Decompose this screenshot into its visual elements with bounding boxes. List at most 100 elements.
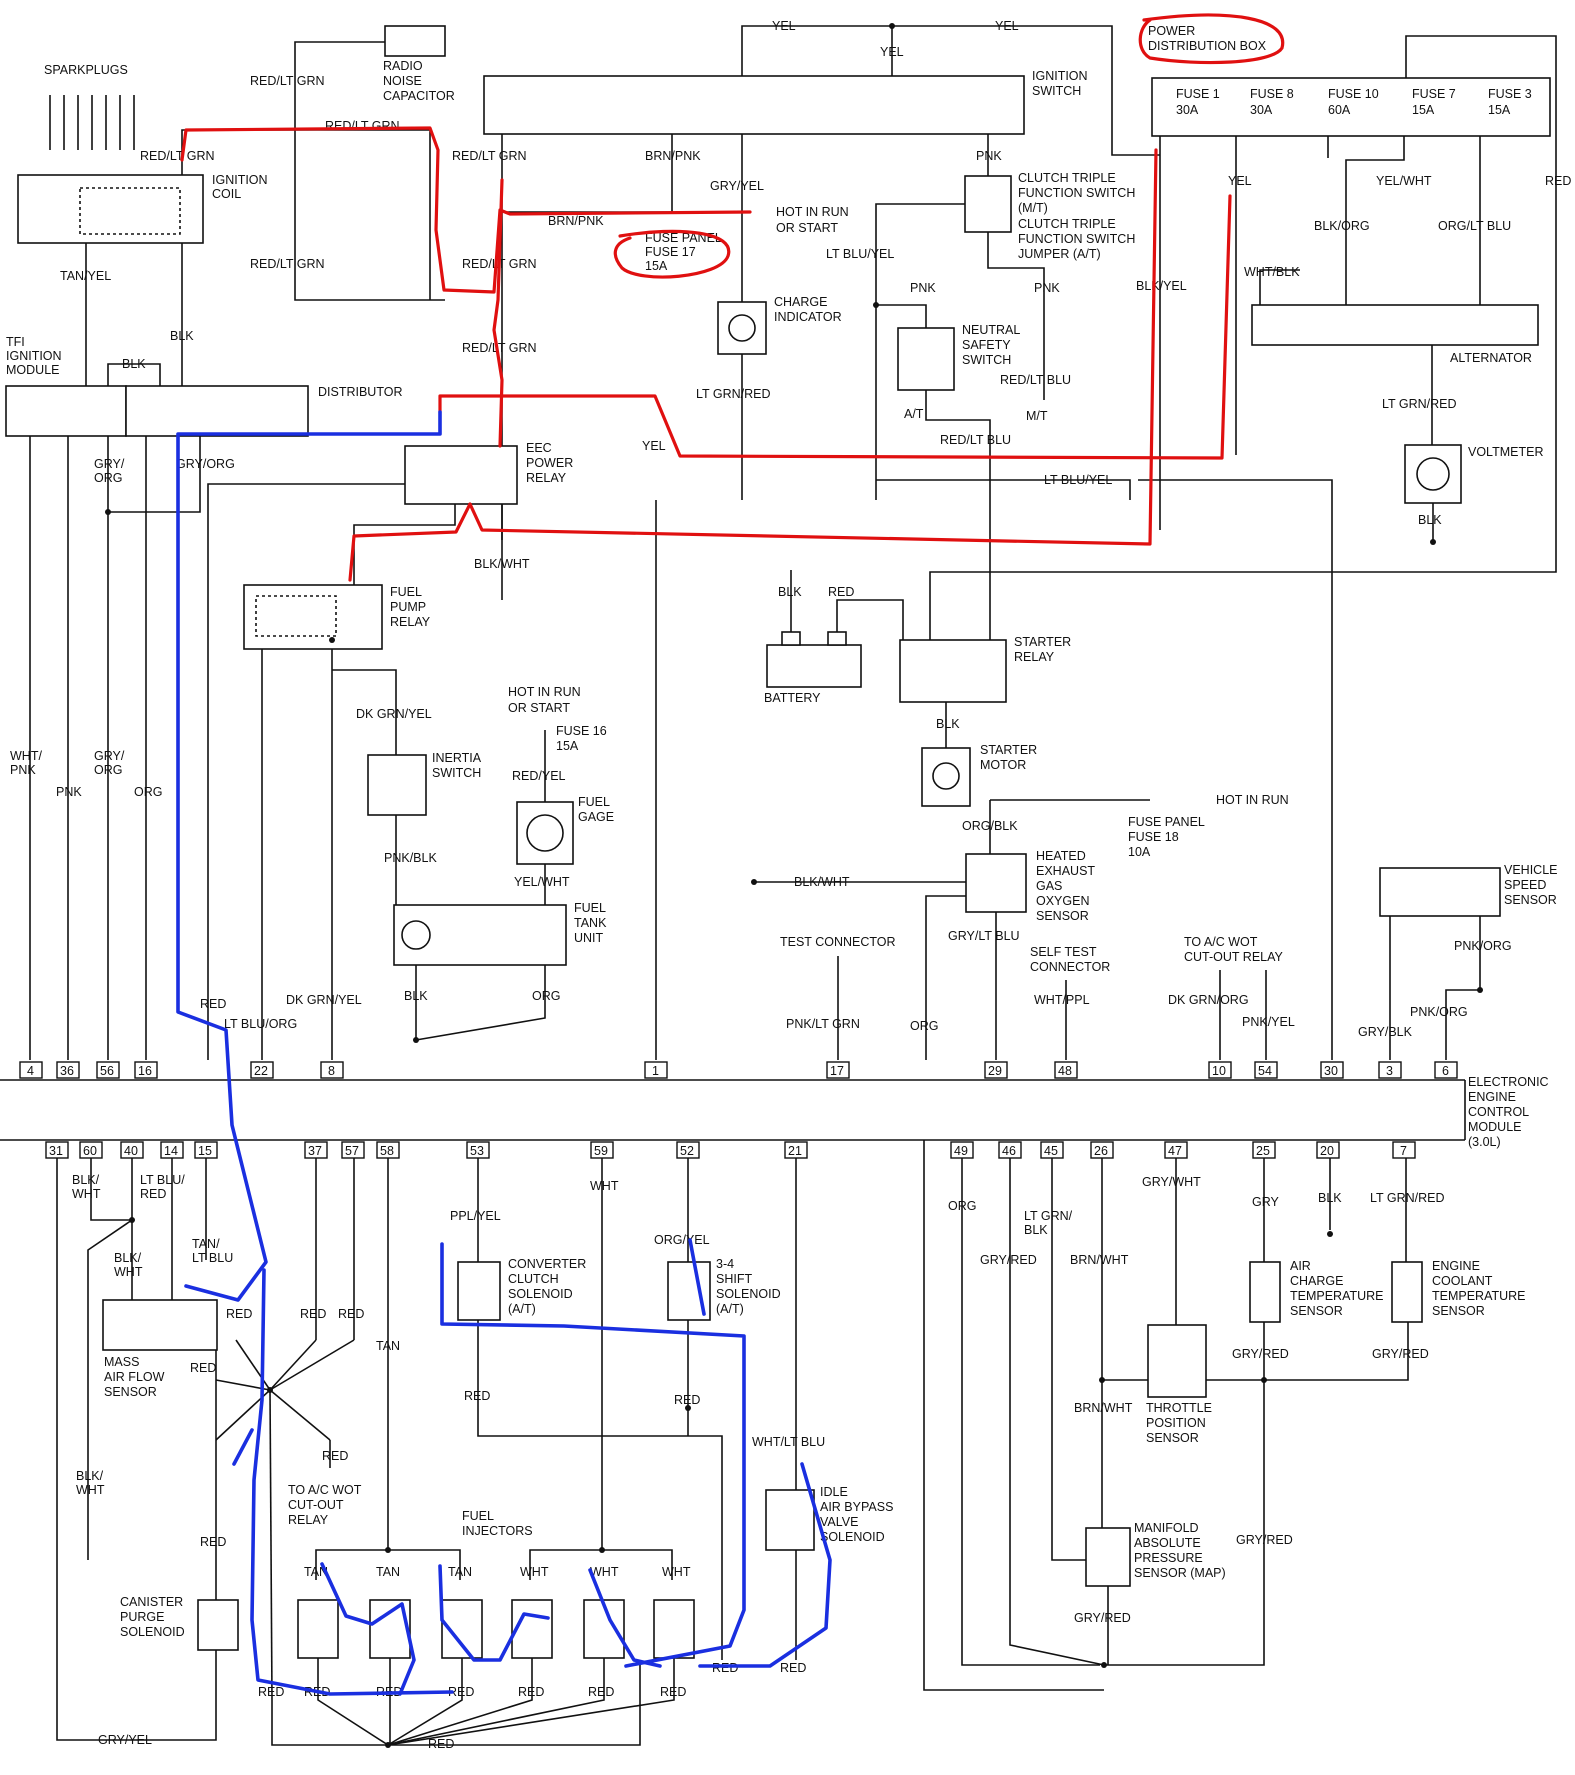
- label-red-lt-blu-1: RED/LT BLU: [1000, 373, 1071, 387]
- label-pnk-1: PNK: [976, 149, 1002, 163]
- engine-coolant-temp-sensor-box: [1391, 1261, 1423, 1323]
- label-charge-2: INDICATOR: [774, 310, 842, 324]
- label-hego-2: EXHAUST: [1036, 864, 1095, 878]
- label-dk-grn-org: DK GRN/ORG: [1168, 993, 1249, 1007]
- vehicle-speed-sensor-box: [1379, 867, 1501, 917]
- label-radio-1: RADIO: [383, 59, 423, 73]
- inertia-switch-box: [367, 754, 427, 816]
- label-brn-wht-1: BRN/WHT: [1070, 1253, 1129, 1267]
- label-blk-coil: BLK: [170, 329, 194, 343]
- label-clutch-3: (M/T): [1018, 201, 1048, 215]
- label-map-3: PRESSURE: [1134, 1551, 1203, 1565]
- fuse-7-rating: 15A: [1412, 103, 1435, 117]
- label-lt-blu-red: LT BLU/RED: [140, 1173, 185, 1201]
- fuse-1-name: FUSE 1: [1176, 87, 1220, 101]
- pin-top-56: 56: [100, 1064, 114, 1078]
- pin-bot-53: 53: [470, 1144, 484, 1158]
- label-eec-2: POWER: [526, 456, 573, 470]
- label-ect-3: TEMPERATURE: [1432, 1289, 1526, 1303]
- label-tps-2: POSITION: [1146, 1416, 1206, 1430]
- label-hego-3: GAS: [1036, 879, 1062, 893]
- air-charge-temp-sensor-box: [1249, 1261, 1281, 1323]
- label-mt-1: M/T: [1026, 409, 1048, 423]
- label-inertia-2: SWITCH: [432, 766, 481, 780]
- pin-bot-31: 31: [49, 1144, 63, 1158]
- label-converter-3: SOLENOID: [508, 1287, 573, 1301]
- label-fuel-gage-2: GAGE: [578, 810, 614, 824]
- label-act-1: AIR: [1290, 1259, 1311, 1273]
- label-red-10: RED: [464, 1389, 490, 1403]
- label-red-yel: RED/YEL: [512, 769, 566, 783]
- pin-bot-45: 45: [1044, 1144, 1058, 1158]
- label-blk-6: BLK: [936, 717, 960, 731]
- label-tps-1: THROTTLE: [1146, 1401, 1212, 1415]
- label-eec-mod-5: (3.0L): [1468, 1135, 1501, 1149]
- label-eec-mod-4: MODULE: [1468, 1120, 1521, 1134]
- label-idle-3: VALVE: [820, 1515, 858, 1529]
- label-shift-4: (A/T): [716, 1302, 744, 1316]
- label-canister-2: PURGE: [120, 1610, 164, 1624]
- injector-red-returns: [271, 1658, 675, 1748]
- label-lt-grn-red-2: LT GRN/RED: [1382, 397, 1457, 411]
- charge-indicator: [717, 301, 767, 355]
- label-ignition-switch-2: SWITCH: [1032, 84, 1081, 98]
- label-fuse-16-2: 15A: [556, 739, 579, 753]
- ignition-switch-box: [483, 75, 1025, 135]
- label-voltmeter: VOLTMETER: [1468, 445, 1543, 459]
- label-starter-relay-2: RELAY: [1014, 650, 1055, 664]
- label-wht-4: WHT: [662, 1565, 691, 1579]
- label-blk-wht-1: BLK/WHT: [474, 557, 530, 571]
- label-gry-yel-1: GRY/YEL: [710, 179, 764, 193]
- label-fuel-pump-3: RELAY: [390, 615, 431, 629]
- fuse-10-name: FUSE 10: [1328, 87, 1379, 101]
- label-red-shift: RED: [674, 1393, 700, 1407]
- label-blk-wht-4: BLK/WHT: [114, 1251, 143, 1279]
- fuse-3-rating: 15A: [1488, 103, 1511, 117]
- label-act-2: CHARGE: [1290, 1274, 1343, 1288]
- label-vss-2: SPEED: [1504, 878, 1546, 892]
- label-wht-2: WHT: [520, 1565, 549, 1579]
- label-gry-org-1: GRY/ORG: [94, 457, 125, 485]
- label-eec-3: RELAY: [526, 471, 567, 485]
- pin-bot-47: 47: [1168, 1144, 1182, 1158]
- pin-bot-25: 25: [1256, 1144, 1270, 1158]
- label-gry-wht: GRY/WHT: [1142, 1175, 1201, 1189]
- label-hot-run-start-2: OR START: [776, 221, 838, 235]
- red-annotations: [180, 13, 1285, 582]
- label-clutch-4: CLUTCH TRIPLE: [1018, 217, 1116, 231]
- label-hot-run-start-2a: HOT IN RUN: [508, 685, 581, 699]
- label-starter-relay-1: STARTER: [1014, 635, 1071, 649]
- label-red-5: RED: [190, 1361, 216, 1375]
- label-fuel-tank-3: UNIT: [574, 931, 604, 945]
- label-map-2: ABSOLUTE: [1134, 1536, 1201, 1550]
- label-blk-5: BLK: [778, 585, 802, 599]
- pin-bot-37: 37: [308, 1144, 322, 1158]
- label-pnk-org-1: PNK/ORG: [1454, 939, 1512, 953]
- label-vss-3: SENSOR: [1504, 893, 1557, 907]
- label-blk-wht-5: BLK/WHT: [76, 1469, 105, 1497]
- label-tan-2: TAN: [304, 1565, 328, 1579]
- blue-annotations: [176, 410, 832, 1696]
- pin-top-29: 29: [988, 1064, 1002, 1078]
- label-hot-run-start-1: HOT IN RUN: [776, 205, 849, 219]
- label-starter-motor-1: STARTER: [980, 743, 1037, 757]
- ignition-coil-box: [17, 174, 204, 244]
- label-red-17: RED: [660, 1685, 686, 1699]
- label-yel-4: YEL: [1228, 174, 1252, 188]
- label-eec-1: EEC: [526, 441, 552, 455]
- label-fuel-tank-1: FUEL: [574, 901, 606, 915]
- label-red-lt-grn-radio: RED/LT GRN: [250, 74, 325, 88]
- label-ect-4: SENSOR: [1432, 1304, 1485, 1318]
- label-red-16: RED: [588, 1685, 614, 1699]
- label-idle-1: IDLE: [820, 1485, 848, 1499]
- label-red-8: RED: [200, 1535, 226, 1549]
- label-converter-4: (A/T): [508, 1302, 536, 1316]
- label-gry-org-2: GRY/ORG: [176, 457, 235, 471]
- label-sparkplugs: SPARKPLUGS: [44, 63, 128, 77]
- label-ect-2: COOLANT: [1432, 1274, 1493, 1288]
- label-converter-1: CONVERTER: [508, 1257, 586, 1271]
- label-act-3: TEMPERATURE: [1290, 1289, 1384, 1303]
- pin-bot-57: 57: [345, 1144, 359, 1158]
- label-gry-red-4: GRY/RED: [1236, 1533, 1293, 1547]
- pdb-fuses: FUSE 1 30A FUSE 8 30A FUSE 10 60A FUSE 7…: [1176, 87, 1532, 117]
